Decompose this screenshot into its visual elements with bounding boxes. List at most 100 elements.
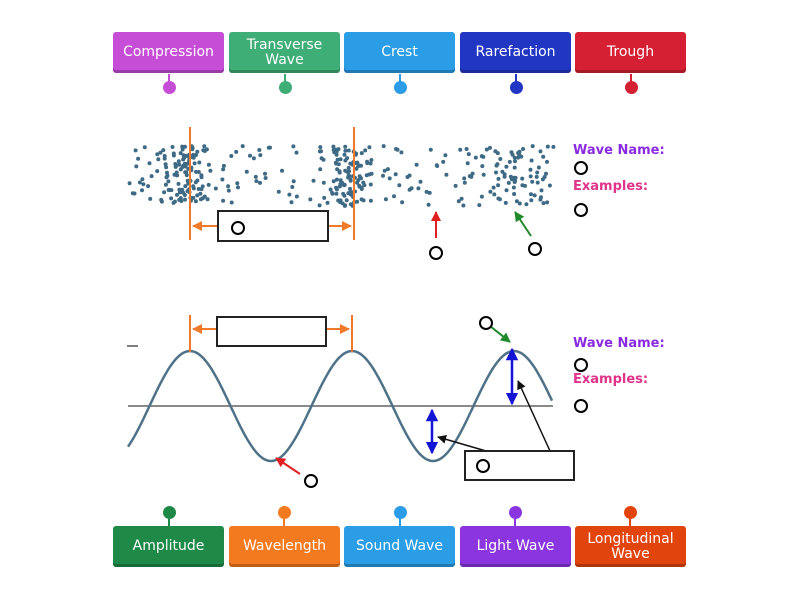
particle xyxy=(234,149,239,154)
particle xyxy=(535,170,540,175)
particle xyxy=(513,159,517,164)
particle xyxy=(355,160,360,165)
tile-compression[interactable]: Compression xyxy=(113,32,224,73)
particle xyxy=(469,174,474,179)
particle xyxy=(321,180,326,185)
pin-crest[interactable] xyxy=(394,81,407,94)
compression-arrow xyxy=(514,211,532,237)
particle xyxy=(473,155,478,160)
tile-light-wave[interactable]: Light Wave xyxy=(460,526,571,567)
particle xyxy=(354,166,359,171)
particle xyxy=(399,150,404,155)
particle xyxy=(263,176,268,180)
particle xyxy=(382,168,387,173)
particle xyxy=(180,147,185,152)
particle xyxy=(289,200,294,205)
pin-stem xyxy=(630,74,632,83)
particle xyxy=(294,194,299,199)
drop-slot-trough[interactable] xyxy=(304,474,318,488)
particle xyxy=(336,198,341,203)
pin-trough[interactable] xyxy=(625,81,638,94)
particle xyxy=(318,145,323,150)
pin-wavelength[interactable] xyxy=(278,506,291,519)
particle xyxy=(179,199,184,203)
particle xyxy=(504,164,509,169)
particle xyxy=(221,198,226,203)
pin-stem xyxy=(399,74,401,83)
particle xyxy=(456,199,461,204)
particle xyxy=(348,161,353,166)
particle xyxy=(206,182,211,187)
particle xyxy=(346,166,351,170)
particle xyxy=(137,180,142,185)
tile-sound-wave[interactable]: Sound Wave xyxy=(344,526,455,567)
particle xyxy=(195,193,200,198)
drop-slot-longitudinal-examples[interactable] xyxy=(574,203,588,217)
drop-slot-rarefaction[interactable] xyxy=(429,246,443,260)
particle xyxy=(251,156,256,161)
particle xyxy=(342,203,347,208)
answer-box-transverse-wavelength xyxy=(216,316,327,347)
particle xyxy=(335,167,340,172)
particle xyxy=(133,148,138,153)
drop-slot-longitudinal-wave-name[interactable] xyxy=(574,161,588,175)
particle xyxy=(510,152,515,157)
particle xyxy=(165,173,170,178)
particle xyxy=(544,171,548,176)
particle xyxy=(176,159,181,164)
drop-slot-compression[interactable] xyxy=(528,242,542,256)
particle xyxy=(480,164,485,169)
pin-light-wave[interactable] xyxy=(509,506,522,519)
particle xyxy=(196,170,201,174)
particle xyxy=(192,161,197,166)
particle xyxy=(481,154,486,159)
particle xyxy=(479,194,484,199)
particle xyxy=(381,173,385,178)
particle xyxy=(496,176,501,181)
tile-rarefaction[interactable]: Rarefaction xyxy=(460,32,571,73)
tile-amplitude[interactable]: Amplitude xyxy=(113,526,224,567)
tile-trough[interactable]: Trough xyxy=(575,32,686,73)
pin-transverse-wave[interactable] xyxy=(279,81,292,94)
pin-amplitude[interactable] xyxy=(163,506,176,519)
particle xyxy=(311,178,316,183)
particle xyxy=(190,147,195,152)
particle xyxy=(414,162,419,167)
particle xyxy=(161,148,166,153)
wave-name-label: Wave Name: xyxy=(573,336,665,351)
tile-transverse-wave[interactable]: Transverse Wave xyxy=(229,32,340,73)
particle xyxy=(236,185,240,190)
tile-crest[interactable]: Crest xyxy=(344,32,455,73)
drop-slot-transverse-examples[interactable] xyxy=(574,399,588,413)
particle xyxy=(488,189,493,194)
drop-slot-transverse-wave-name[interactable] xyxy=(574,358,588,372)
particle xyxy=(158,150,163,155)
particle xyxy=(428,147,433,152)
particle xyxy=(516,155,521,160)
particle xyxy=(359,187,364,191)
particle xyxy=(512,165,517,170)
drop-slot-amplitude[interactable] xyxy=(476,459,490,473)
pin-rarefaction[interactable] xyxy=(510,81,523,94)
drop-slot-crest[interactable] xyxy=(479,316,493,330)
particle xyxy=(328,187,333,192)
particle xyxy=(367,172,372,177)
pin-longitudinal-wave[interactable] xyxy=(624,506,637,519)
drop-slot-longitudinal-wavelength[interactable] xyxy=(231,221,245,235)
particle xyxy=(221,163,226,168)
particle xyxy=(159,197,164,202)
particle xyxy=(342,193,347,198)
tile-label: Trough xyxy=(606,44,655,60)
tile-longitudinal-wave[interactable]: Longitudinal Wave xyxy=(575,526,686,567)
pin-compression[interactable] xyxy=(163,81,176,94)
particle xyxy=(280,168,284,173)
pin-sound-wave[interactable] xyxy=(394,506,407,519)
particle xyxy=(202,149,207,153)
particle xyxy=(183,184,188,189)
crest-arrow xyxy=(489,325,511,343)
tile-wavelength[interactable]: Wavelength xyxy=(229,526,340,567)
particle xyxy=(357,183,362,188)
transverse-wave-curve xyxy=(126,349,554,463)
particle xyxy=(365,161,370,166)
particle xyxy=(330,190,335,195)
